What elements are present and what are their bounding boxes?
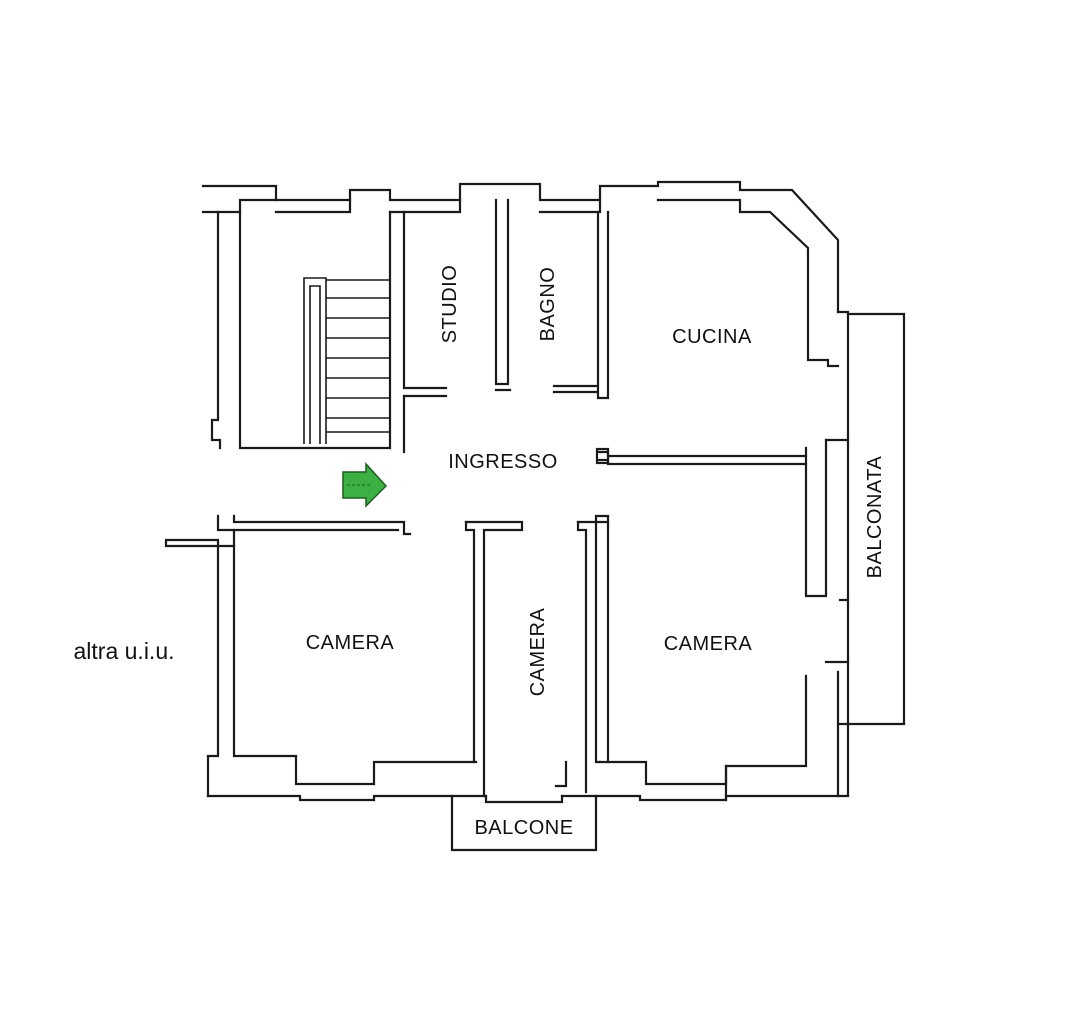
- room-label-camera-middle: CAMERA: [527, 608, 549, 697]
- outer-walls: [164, 180, 906, 852]
- room-label-camera-right: CAMERA: [664, 633, 753, 655]
- room-label-ingresso: INGRESSO: [448, 451, 558, 473]
- arrow-right-icon: [342, 462, 388, 508]
- staircase: [303, 277, 390, 444]
- room-label-balcone: BALCONE: [474, 817, 573, 839]
- room-label-cucina: CUCINA: [672, 326, 752, 348]
- room-label-bagno: BAGNO: [537, 267, 559, 342]
- room-label-camera-left: CAMERA: [306, 632, 395, 654]
- internal-walls: [388, 198, 808, 798]
- room-label-studio: STUDIO: [439, 265, 461, 344]
- room-label-balconata: BALCONATA: [864, 456, 886, 579]
- neighbor-unit-label: altra u.i.u.: [74, 638, 175, 664]
